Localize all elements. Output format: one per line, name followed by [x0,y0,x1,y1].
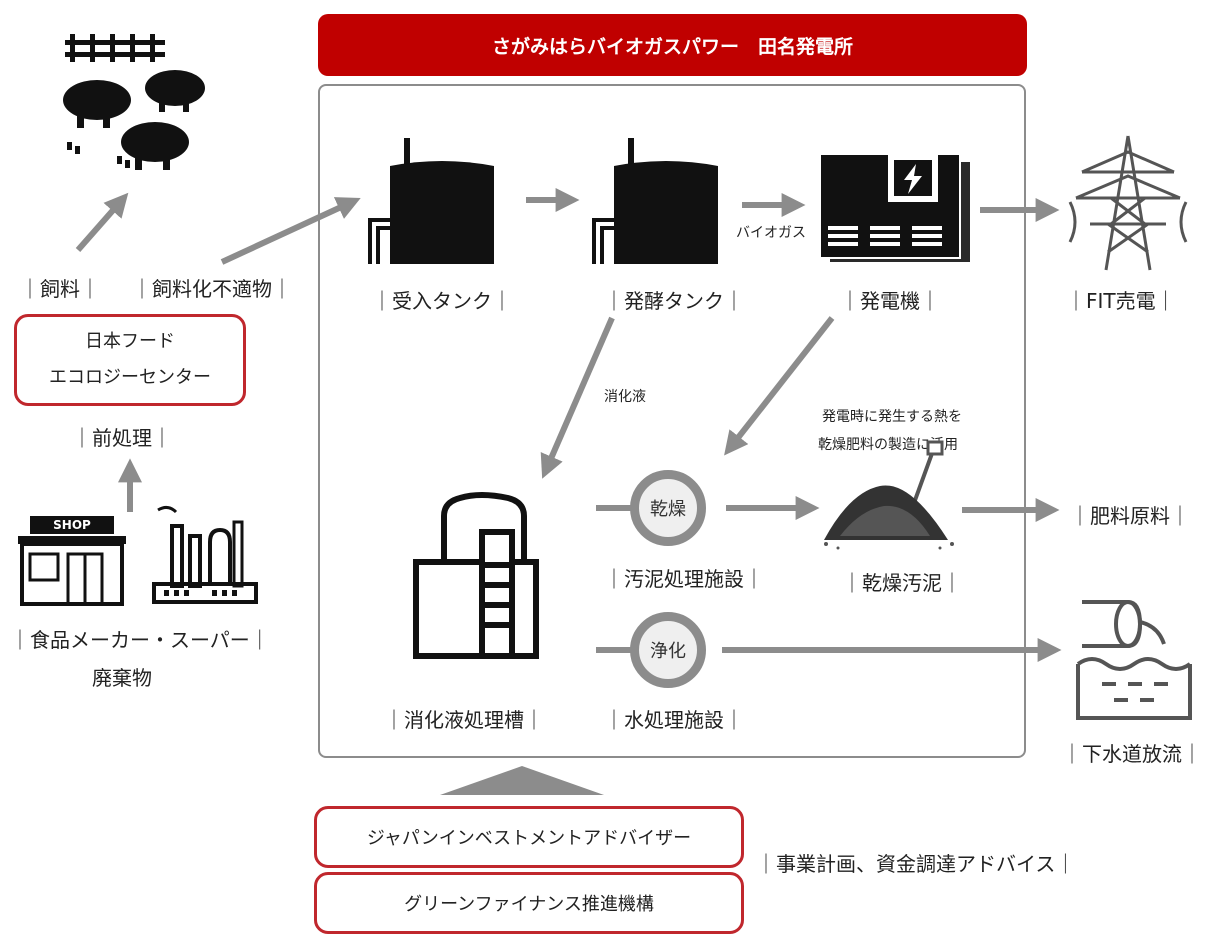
unsuitable-feed-label: ｜飼料化不適物｜ [132,277,292,301]
waste-label-line2: 廃棄物 [92,666,152,690]
shop-icon: SHOP [18,516,126,606]
arrow-to-receiving-tank [220,197,361,265]
japan-investment-adviser-box: ジャパンインベストメントアドバイザー [314,806,744,868]
arrow-digestate-down [540,316,615,479]
waste-label-line1: ｜食品メーカー・スーパー｜ [10,628,270,652]
water-facility-label: ｜水処理施設｜ [604,708,744,732]
fit-sale-label: ｜FIT売電｜ [1066,289,1176,313]
pretreatment-label: ｜前処理｜ [72,426,172,450]
receiving-tank-icon [368,138,494,264]
drying-label: 乾燥 [650,499,686,520]
nihon-food-ecology-center-box: 日本フード エコロジーセンター [14,314,246,406]
power-tower-icon [1068,135,1188,271]
shop-sign-text: SHOP [53,518,91,532]
green-finance-organization-box: グリーンファイナンス推進機構 [314,872,744,934]
pig-farm-icon [63,34,205,170]
jia-label: ジャパンインベストメントアドバイザー [366,828,692,849]
digestate-label: 消化液 [604,389,646,405]
sludge-facility-label: ｜汚泥処理施設｜ [604,567,764,591]
support-arrow-up [440,766,604,795]
arrow-to-livestock [75,192,129,252]
dried-sludge-label: ｜乾燥汚泥｜ [842,571,962,595]
advisory-label: ｜事業計画、資金調達アドバイス｜ [756,852,1076,876]
purification-label: 浄化 [650,641,686,662]
receiving-tank-label: ｜受入タンク｜ [372,289,512,313]
drying-process-circle: 乾燥 [630,470,706,546]
nihon-food-line1: 日本フード [85,331,175,352]
heat-note-line1: 発電時に発生する熱を [822,409,962,425]
generator-label: ｜発電機｜ [840,289,940,313]
digestate-tank-label: ｜消化液処理槽｜ [384,708,544,732]
nihon-food-line2: エコロジーセンター [49,367,211,388]
digestate-tank-icon [413,492,539,659]
green-finance-label: グリーンファイナンス推進機構 [404,894,654,915]
feed-label: ｜飼料｜ [20,277,100,301]
dried-sludge-icon [824,440,954,550]
fermentation-tank-label: ｜発酵タンク｜ [604,289,744,313]
generator-icon [819,153,970,262]
purification-process-circle: 浄化 [630,612,706,688]
plant-boundary-box [318,84,1026,758]
plant-title-bar: さがみはらバイオガスパワー 田名発電所 [318,14,1027,76]
biogas-label: バイオガス [736,225,806,241]
fertilizer-material-label: ｜肥料原料｜ [1070,504,1190,528]
sewer-discharge-icon [1076,600,1192,720]
heat-note-line2: 乾燥肥料の製造に活用 [818,437,958,453]
factory-icon [152,505,258,604]
fermentation-tank-icon [592,138,718,264]
sewer-discharge-label: ｜下水道放流｜ [1062,742,1202,766]
plant-title: さがみはらバイオガスパワー 田名発電所 [491,35,853,58]
arrow-heat-down [724,316,835,456]
